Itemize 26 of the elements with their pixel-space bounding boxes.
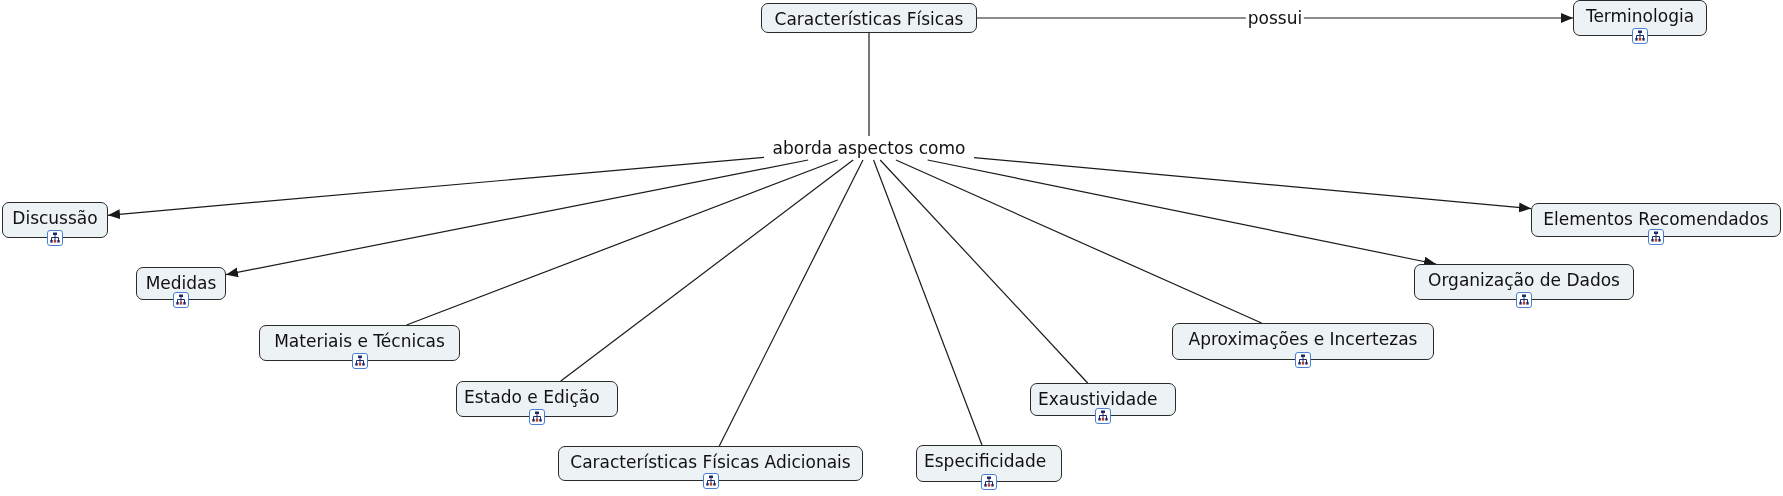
linking-phrase: aborda aspectos como xyxy=(764,136,974,160)
concept-label: Medidas xyxy=(144,272,218,295)
concept-label: Características Físicas Adicionais xyxy=(569,451,852,474)
arrow xyxy=(107,156,765,220)
concept-label: Aproximações e Incertezas xyxy=(1187,328,1419,351)
connector-line xyxy=(872,159,983,446)
arrow xyxy=(225,159,809,278)
edge-label: possui xyxy=(1245,8,1305,28)
connector-line xyxy=(879,159,1089,384)
concept-label: Materiais e Técnicas xyxy=(273,330,446,353)
concept-label: Organização de Dados xyxy=(1427,269,1621,292)
concept-label: Discussão xyxy=(11,207,99,230)
connector-line xyxy=(895,159,1263,324)
concept-label: Elementos Recomendados xyxy=(1542,208,1770,231)
arrow xyxy=(976,13,1574,23)
concept-label: Especificidade xyxy=(924,450,1048,473)
concept-label: Estado e Edição xyxy=(464,386,601,409)
concept-label: Exaustividade xyxy=(1038,388,1159,411)
connector-line xyxy=(868,32,870,137)
concept-label: Características Físicas xyxy=(773,8,965,31)
connector-line xyxy=(405,159,839,326)
arrow xyxy=(973,157,1532,213)
connector-line xyxy=(560,159,854,382)
concept-label: Terminologia xyxy=(1584,5,1696,28)
concept-box xyxy=(761,3,977,33)
connector-line xyxy=(718,159,864,447)
